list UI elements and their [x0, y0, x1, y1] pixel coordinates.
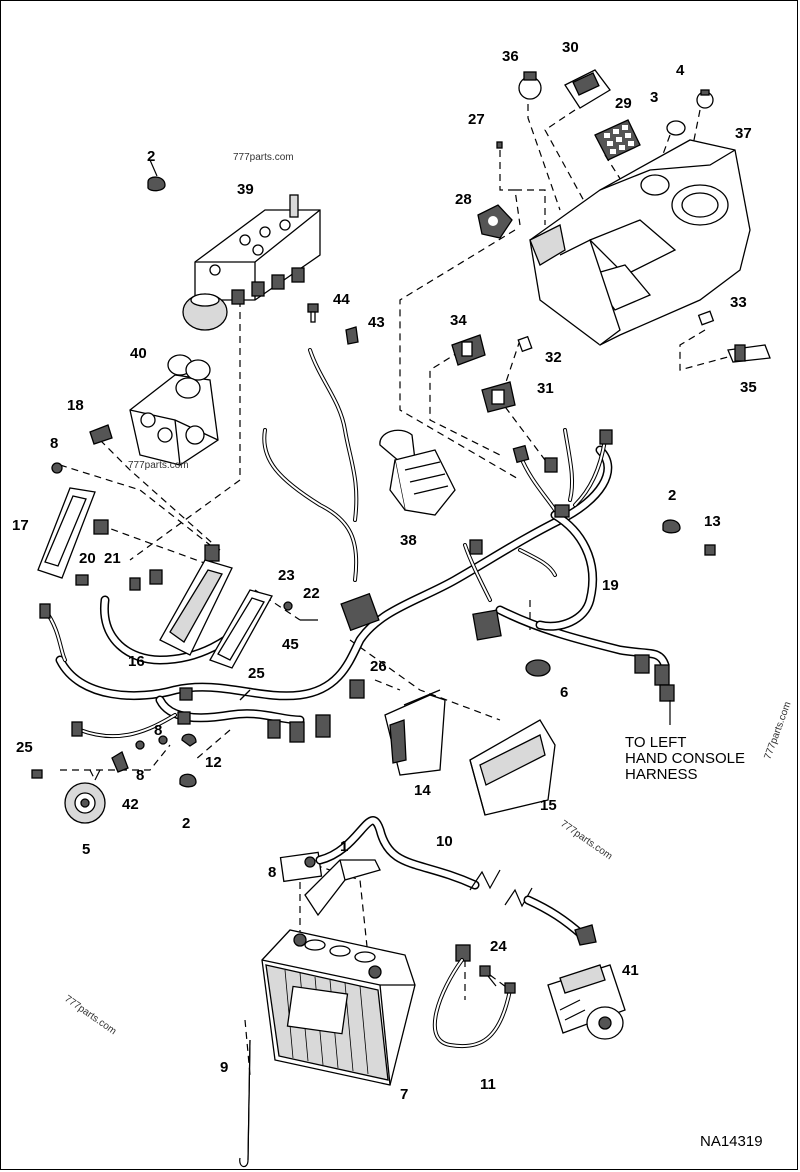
starter-41 [547, 964, 626, 1040]
callout-25: 25 [248, 665, 265, 682]
callout-25: 25 [16, 739, 33, 756]
callout-40: 40 [130, 345, 147, 362]
callout-39: 39 [237, 181, 254, 198]
joystick-38 [379, 429, 456, 516]
controller-15 [469, 719, 556, 816]
callout-27: 27 [468, 111, 485, 128]
callout-1: 1 [340, 838, 348, 855]
valve-39 [182, 194, 321, 331]
battery-7 [261, 929, 416, 1086]
callout-8: 8 [268, 864, 276, 881]
note-line-2: HAND CONSOLE [625, 750, 745, 767]
callout-16: 16 [128, 653, 145, 670]
fuse-panel-16 [159, 559, 233, 656]
harness-note: TO LEFT HAND CONSOLE HARNESS [625, 734, 745, 783]
cover-17 [37, 487, 109, 586]
callout-3: 3 [650, 89, 658, 106]
callout-45: 45 [282, 636, 299, 653]
callout-42: 42 [122, 796, 139, 813]
callout-4: 4 [676, 62, 685, 79]
battery-hold-down-1 [304, 856, 381, 917]
callout-8: 8 [154, 722, 162, 739]
callout-44: 44 [333, 291, 350, 308]
callout-37: 37 [735, 125, 752, 142]
valve-block-40 [51, 354, 219, 474]
callout-13: 13 [704, 513, 721, 530]
callout-21: 21 [104, 550, 121, 567]
callout-29: 29 [615, 95, 632, 112]
callout-43: 43 [368, 314, 385, 331]
callout-15: 15 [540, 797, 557, 814]
horn-5 [64, 769, 106, 824]
callout-23: 23 [278, 567, 295, 584]
callout-41: 41 [622, 962, 639, 979]
console-37 [529, 139, 751, 346]
callout-18: 18 [67, 397, 84, 414]
note-line-1: TO LEFT [625, 734, 686, 751]
controller-14 [384, 689, 446, 776]
callout-22: 22 [303, 585, 320, 602]
callout-20: 20 [79, 550, 96, 567]
callout-30: 30 [562, 39, 579, 56]
callout-33: 33 [730, 294, 747, 311]
callout-7: 7 [400, 1086, 408, 1103]
drawing-number: NA14319 [700, 1133, 763, 1150]
battery-cable-10 [279, 816, 597, 946]
callout-2: 2 [668, 487, 676, 504]
callout-31: 31 [537, 380, 554, 397]
callout-labels: 3630432927372392844433334323540311883821… [12, 39, 757, 1103]
watermark: 777parts.com [128, 460, 189, 471]
callout-5: 5 [82, 841, 90, 858]
top-small-parts [147, 69, 771, 413]
ground-cable-11 [432, 944, 516, 1049]
callout-8: 8 [136, 767, 144, 784]
cover-45 [209, 589, 273, 669]
callout-10: 10 [436, 833, 453, 850]
callout-26: 26 [370, 658, 387, 675]
callout-11: 11 [480, 1076, 496, 1093]
watermark: 777parts.com [762, 700, 793, 761]
callout-36: 36 [502, 48, 519, 65]
callout-19: 19 [602, 577, 619, 594]
callout-17: 17 [12, 517, 29, 534]
callout-6: 6 [560, 684, 568, 701]
callout-24: 24 [490, 938, 507, 955]
watermark: 777parts.com [233, 152, 294, 163]
callout-35: 35 [740, 379, 757, 396]
callout-28: 28 [455, 191, 472, 208]
callout-8: 8 [50, 435, 58, 452]
callout-32: 32 [545, 349, 562, 366]
callout-12: 12 [205, 754, 222, 771]
callout-9: 9 [220, 1059, 228, 1076]
main-harness-19 [39, 348, 675, 743]
callout-2: 2 [147, 148, 155, 165]
dashed-leaders [59, 92, 736, 1076]
callout-14: 14 [414, 782, 431, 799]
callout-38: 38 [400, 532, 417, 549]
watermark: 777parts.com [62, 993, 118, 1037]
callout-2: 2 [182, 815, 190, 832]
note-line-3: HARNESS [625, 766, 698, 783]
watermark: 777parts.com [558, 818, 614, 862]
callout-34: 34 [450, 312, 467, 329]
